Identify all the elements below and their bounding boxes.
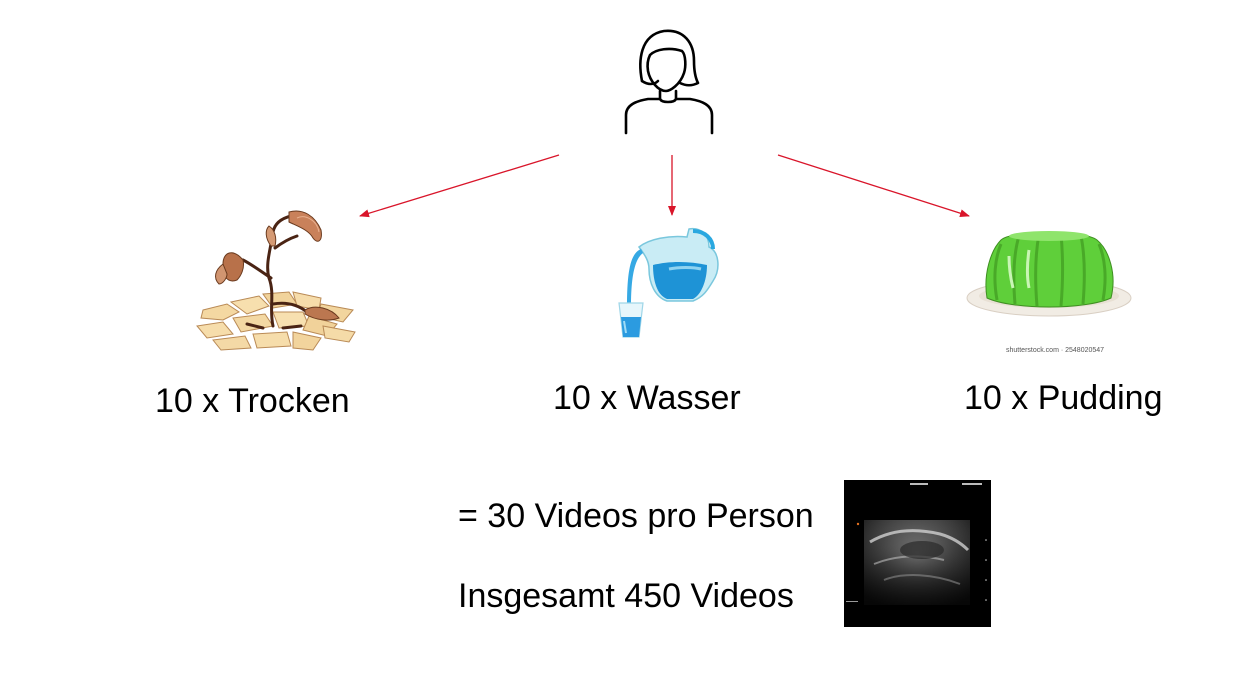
dry-plant-icon <box>193 208 358 356</box>
water-pitcher-icon <box>609 225 722 343</box>
jelly-pudding-icon <box>965 228 1133 320</box>
person-icon <box>620 25 718 137</box>
arrow-to-pudding <box>777 154 970 218</box>
label-water: 10 x Wasser <box>553 379 741 417</box>
videos-total: Insgesamt 450 Videos <box>458 577 794 615</box>
watermark: shutterstock.com · 2548020547 <box>1006 347 1105 354</box>
ultrasound-image <box>844 480 991 627</box>
videos-per-person: = 30 Videos pro Person <box>458 497 814 535</box>
label-dry: 10 x Trocken <box>155 382 350 420</box>
label-pudding: 10 x Pudding <box>964 379 1163 417</box>
arrow-to-dry <box>359 154 560 218</box>
